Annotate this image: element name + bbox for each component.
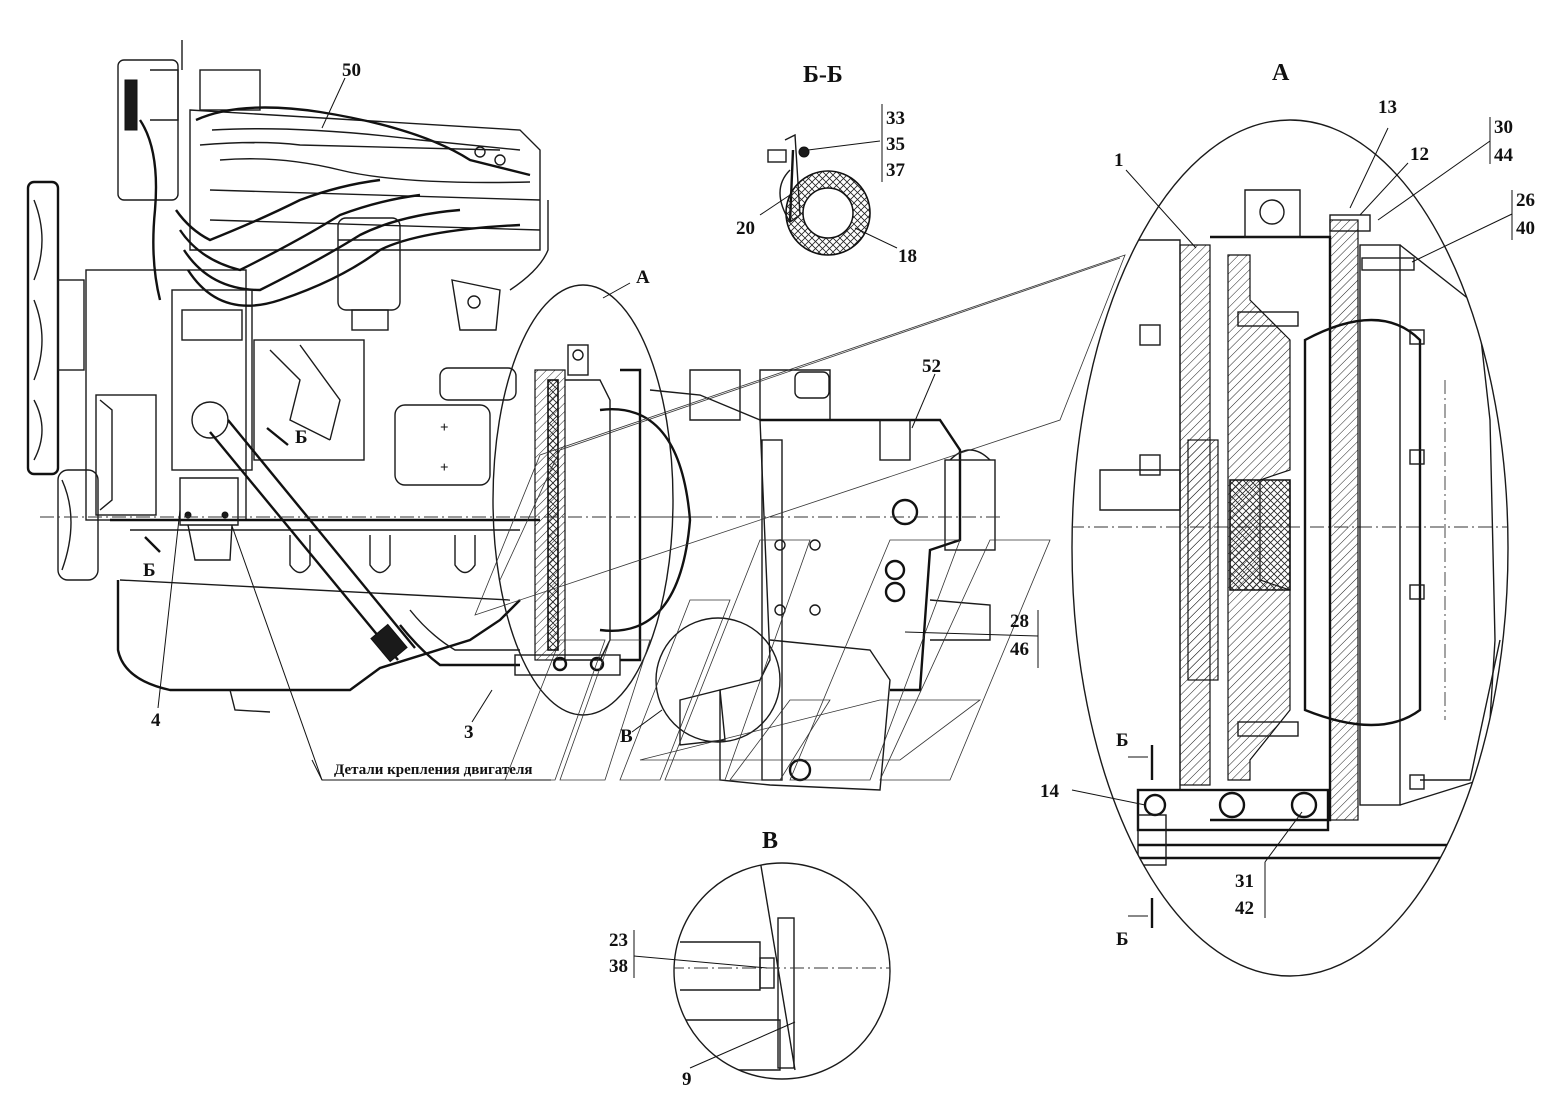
callout-14: 14 — [1040, 781, 1060, 802]
callout-20: 20 — [736, 218, 755, 239]
callout-13: 13 — [1378, 97, 1397, 118]
callout-4: 4 — [151, 710, 161, 731]
leader-lines — [144, 77, 1513, 1069]
callout-44: 44 — [1494, 145, 1514, 166]
engine-block: + + — [40, 40, 700, 713]
section-bb-view — [767, 133, 871, 256]
gearbox — [649, 369, 1000, 791]
section-mark-b-4: Б — [1116, 929, 1129, 950]
callout-52: 52 — [922, 356, 941, 377]
callout-30: 30 — [1494, 117, 1513, 138]
callout-31: 31 — [1235, 871, 1254, 892]
svg-text:+: + — [440, 460, 449, 476]
callout-3: 3 — [464, 722, 474, 743]
callout-26: 26 — [1516, 190, 1535, 211]
callout-9: 9 — [682, 1069, 692, 1090]
labels: Б-Б А А В В Б Б Б Б 50 52 4 3 28 46 33 3… — [143, 60, 1535, 1090]
callout-38: 38 — [609, 956, 628, 977]
detail-a-view — [1071, 119, 1509, 977]
caption-engine-mounting: Детали крепления двигателя — [334, 762, 532, 778]
title-view-a: А — [1272, 60, 1290, 86]
marker-view-v: В — [620, 726, 633, 747]
engine-main-view: + + — [26, 40, 1126, 791]
callout-18: 18 — [898, 246, 917, 267]
callout-42: 42 — [1235, 898, 1254, 919]
svg-text:+: + — [440, 420, 449, 436]
mount-frame-rails — [474, 254, 1126, 781]
callout-23: 23 — [609, 930, 628, 951]
detail-v-view — [673, 862, 891, 1080]
section-mark-b-3: Б — [1116, 730, 1129, 751]
view-v-marker-circle — [655, 617, 781, 743]
callout-1: 1 — [1114, 150, 1124, 171]
callout-50: 50 — [342, 60, 361, 81]
callout-33: 33 — [886, 108, 905, 129]
callout-40: 40 — [1516, 218, 1535, 239]
marker-view-a: А — [636, 267, 650, 288]
title-section-bb: Б-Б — [803, 62, 843, 88]
fan-assembly — [26, 180, 99, 581]
clutch-housing-main — [514, 344, 692, 676]
callout-37: 37 — [886, 160, 906, 181]
callout-46: 46 — [1010, 639, 1029, 660]
section-mark-b-1: Б — [295, 427, 308, 448]
callout-35: 35 — [886, 134, 905, 155]
callout-12: 12 — [1410, 144, 1429, 165]
callout-28: 28 — [1010, 611, 1029, 632]
section-mark-b-2: Б — [143, 560, 156, 581]
title-view-v: В — [762, 828, 778, 854]
